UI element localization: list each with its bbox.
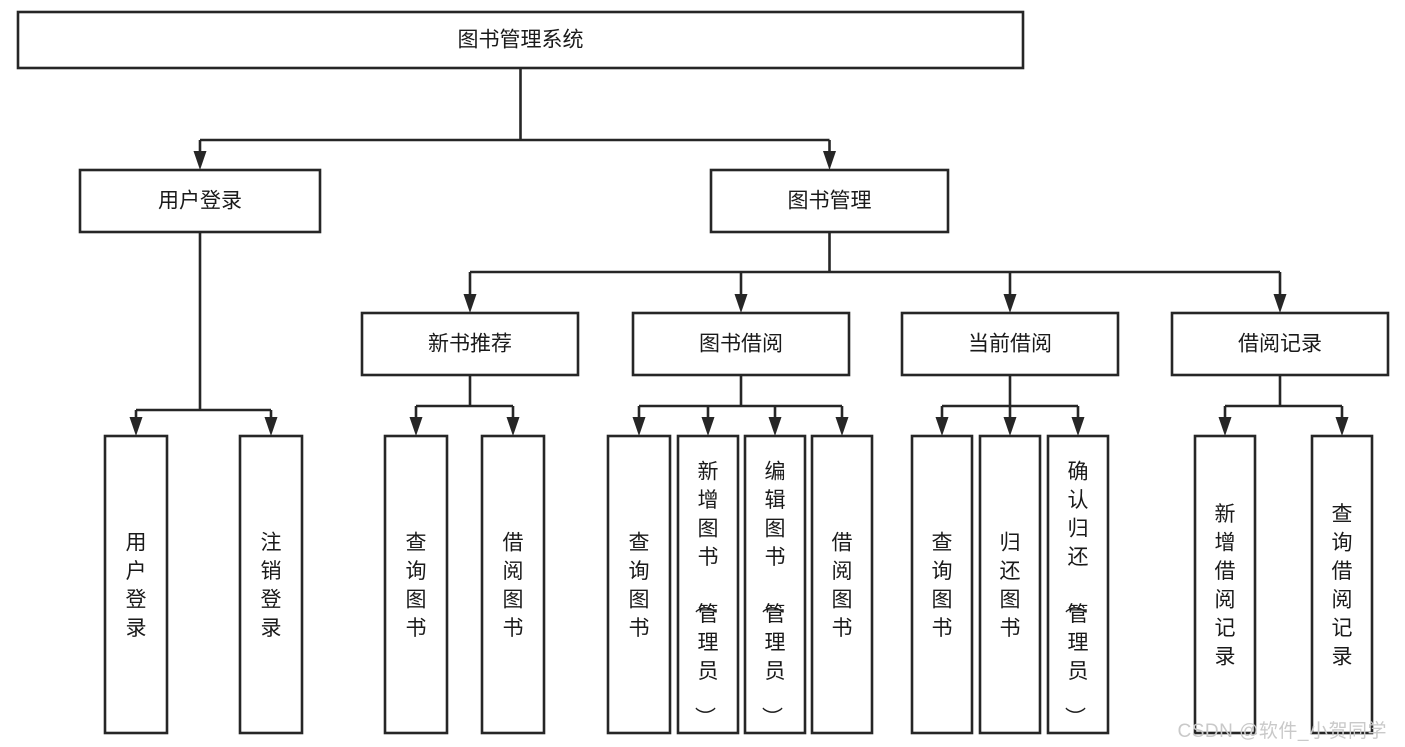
node-label: 当前借阅 xyxy=(968,333,1052,356)
node-label: 新增图书（管理员） xyxy=(693,460,719,727)
node-label: 借阅图书 xyxy=(503,532,524,641)
node-box xyxy=(606,434,672,735)
node-leaf-borrow-book-a[interactable]: 借阅图书 xyxy=(480,434,546,735)
node-box xyxy=(900,311,1120,377)
node-label: 新增借阅记录 xyxy=(1215,503,1236,669)
node-level1-user-login[interactable]: 用户登录 xyxy=(78,168,322,234)
node-level1-book-mgmt[interactable]: 图书管理 xyxy=(709,168,950,234)
node-box xyxy=(103,434,169,735)
node-box xyxy=(16,10,1025,70)
node-box xyxy=(631,311,851,377)
node-leaf-query-book-c[interactable]: 查询图书 xyxy=(910,434,974,735)
node-leaf-edit-book[interactable]: 编辑图书（管理员） xyxy=(743,434,807,735)
node-level2-new-book[interactable]: 新书推荐 xyxy=(360,311,580,377)
node-box xyxy=(360,311,580,377)
node-box xyxy=(1170,311,1390,377)
node-box xyxy=(78,168,322,234)
node-label: 图书管理 xyxy=(788,190,872,213)
node-label: 图书借阅 xyxy=(699,333,783,356)
node-label: 查询借阅记录 xyxy=(1332,503,1353,669)
node-level2-records[interactable]: 借阅记录 xyxy=(1170,311,1390,377)
node-label: 查询图书 xyxy=(932,532,953,641)
node-label: 借阅记录 xyxy=(1238,333,1322,356)
node-label: 注销登录 xyxy=(261,532,282,641)
node-box xyxy=(1310,434,1374,735)
node-leaf-query-book-a[interactable]: 查询图书 xyxy=(383,434,449,735)
node-label: 图书管理系统 xyxy=(458,29,584,52)
node-leaf-add-book[interactable]: 新增图书（管理员） xyxy=(676,434,740,735)
node-label: 借阅图书 xyxy=(832,532,853,641)
node-root[interactable]: 图书管理系统 xyxy=(16,10,1025,70)
node-leaf-user-login[interactable]: 用户登录 xyxy=(103,434,169,735)
node-label: 查询图书 xyxy=(406,532,427,641)
node-box xyxy=(1193,434,1257,735)
node-label: 查询图书 xyxy=(629,532,650,641)
node-label: 归还图书 xyxy=(1000,532,1021,641)
node-box xyxy=(238,434,304,735)
node-level2-current[interactable]: 当前借阅 xyxy=(900,311,1120,377)
node-box xyxy=(676,434,740,735)
node-leaf-return-book[interactable]: 归还图书 xyxy=(978,434,1042,735)
node-leaf-add-record[interactable]: 新增借阅记录 xyxy=(1193,434,1257,735)
node-label: 用户登录 xyxy=(126,532,147,641)
node-leaf-query-book-b[interactable]: 查询图书 xyxy=(606,434,672,735)
node-leaf-logout[interactable]: 注销登录 xyxy=(238,434,304,735)
node-leaf-borrow-book-b[interactable]: 借阅图书 xyxy=(810,434,874,735)
node-leaf-confirm-return[interactable]: 确认归还（管理员） xyxy=(1046,434,1110,735)
node-label: 编辑图书（管理员） xyxy=(760,460,786,727)
node-label: 新书推荐 xyxy=(428,333,512,356)
node-leaf-query-record[interactable]: 查询借阅记录 xyxy=(1310,434,1374,735)
node-box xyxy=(709,168,950,234)
node-box xyxy=(480,434,546,735)
node-level2-borrow[interactable]: 图书借阅 xyxy=(631,311,851,377)
node-box xyxy=(910,434,974,735)
node-label: 确认归还（管理员） xyxy=(1063,460,1089,727)
node-box xyxy=(383,434,449,735)
node-box xyxy=(978,434,1042,735)
node-box xyxy=(743,434,807,735)
node-box xyxy=(810,434,874,735)
node-box xyxy=(1046,434,1110,735)
node-label: 用户登录 xyxy=(158,190,242,213)
